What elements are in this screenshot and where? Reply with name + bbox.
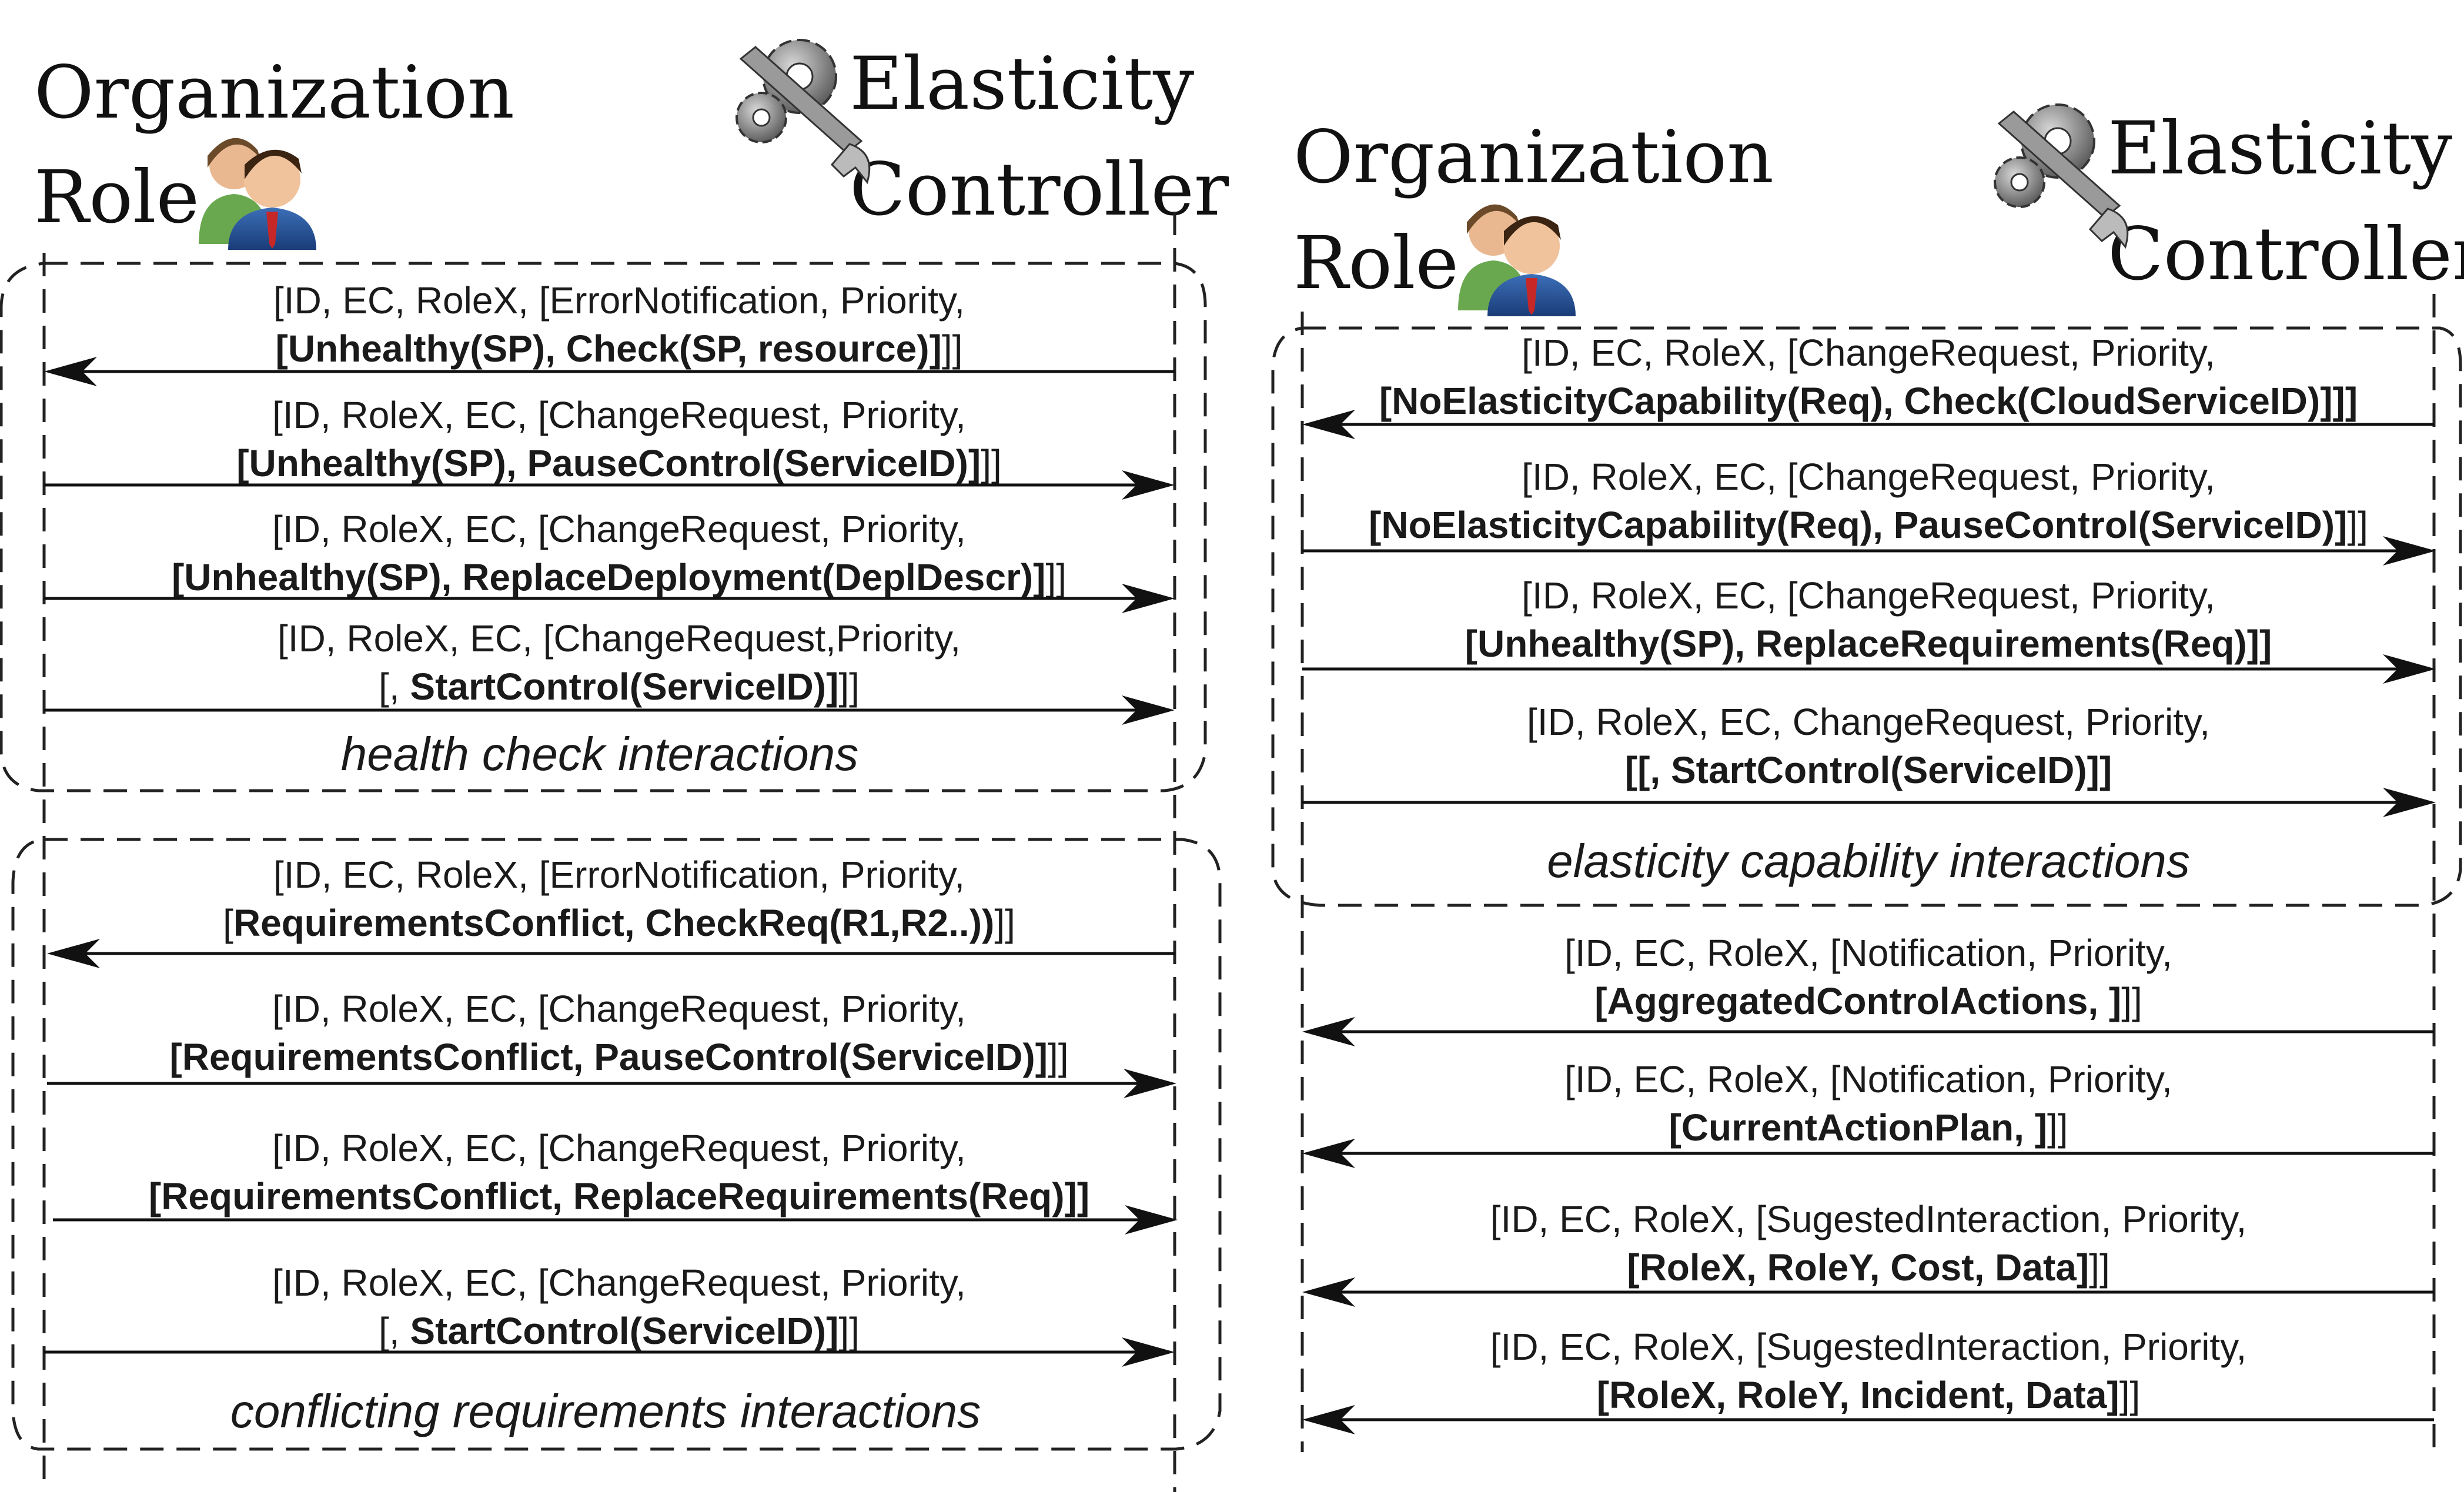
arrowhead bbox=[1125, 1205, 1178, 1235]
message-line2: [, StartControl(ServiceID)]]] bbox=[379, 1310, 860, 1352]
message-line1: [ID, RoleX, EC, [ChangeRequest, Priority… bbox=[272, 1262, 966, 1304]
message-line2: [Unhealthy(SP), ReplaceDeployment(DeplDe… bbox=[172, 556, 1066, 598]
message-line2: [Unhealthy(SP), ReplaceRequirements(Req)… bbox=[1465, 623, 2272, 665]
message-line2: [RequirementsConflict, CheckReq(R1,R2..)… bbox=[223, 902, 1015, 944]
message: [ID, EC, RoleX, [Notification, Priority,… bbox=[1302, 1058, 2434, 1168]
right-org-title-line1: Organization bbox=[1293, 115, 1774, 200]
elasticity-capability-group-box bbox=[1271, 326, 2462, 907]
message-line2: [Unhealthy(SP), Check(SP, resource)]]] bbox=[276, 327, 963, 370]
arrowhead bbox=[2383, 536, 2436, 566]
message-line2: [RoleX, RoleY, Cost, Data]]] bbox=[1627, 1246, 2109, 1289]
message-line1: [ID, RoleX, EC, [ChangeRequest, Priority… bbox=[272, 988, 966, 1030]
right-org-title-line2: Role bbox=[1293, 221, 1459, 306]
left-panel: Organization Role Elasticity Controller bbox=[0, 39, 1229, 1492]
message: [ID, RoleX, EC, [ChangeRequest, Priority… bbox=[44, 508, 1175, 613]
message-line1: [ID, EC, RoleX, [ErrorNotification, Prio… bbox=[273, 854, 965, 896]
arrowhead bbox=[1302, 1139, 1355, 1168]
right-ec-title-line2: Controller bbox=[2108, 212, 2464, 297]
message-line2: [AggregatedControlActions, ]]] bbox=[1594, 980, 2142, 1022]
message: [ID, EC, RoleX, [ErrorNotification, Prio… bbox=[47, 854, 1175, 968]
message-line2: [, StartControl(ServiceID)]]] bbox=[379, 665, 860, 708]
arrowhead bbox=[1122, 1337, 1175, 1367]
message-line1: [ID, RoleX, EC, [ChangeRequest, Priority… bbox=[272, 394, 966, 436]
message-line1: [ID, EC, RoleX, [ChangeRequest, Priority… bbox=[1522, 332, 2215, 374]
message-line1: [ID, RoleX, EC, [ChangeRequest, Priority… bbox=[1522, 574, 2215, 617]
right-ec-title-line1: Elasticity bbox=[2108, 106, 2452, 191]
message: [ID, RoleX, EC, [ChangeRequest, Priority… bbox=[1302, 456, 2436, 566]
message-line2: [[, StartControl(ServiceID)]] bbox=[1625, 749, 2112, 791]
arrowhead bbox=[1302, 1017, 1355, 1046]
message-line1: [ID, RoleX, EC, [ChangeRequest, Priority… bbox=[272, 1127, 966, 1169]
message: [ID, RoleX, EC, [ChangeRequest, Priority… bbox=[44, 1262, 1175, 1367]
arrowhead bbox=[44, 357, 97, 386]
people-icon bbox=[1458, 204, 1576, 316]
people-icon bbox=[199, 138, 316, 250]
conflicting-requirements-group-box bbox=[11, 838, 1222, 1451]
group-caption-conflicting-requirements: conflicting requirements interactions bbox=[230, 1385, 981, 1437]
arrowhead bbox=[1122, 584, 1175, 613]
message-line2: [NoElasticityCapability(Req), PauseContr… bbox=[1369, 504, 2368, 546]
message: [ID, EC, RoleX, [ChangeRequest, Priority… bbox=[1302, 332, 2434, 439]
message: [ID, RoleX, EC, [ChangeRequest, Priority… bbox=[44, 394, 1175, 500]
message-line1: [ID, EC, RoleX, [SugestedInteraction, Pr… bbox=[1490, 1326, 2246, 1368]
message-line1: [ID, EC, RoleX, [SugestedInteraction, Pr… bbox=[1490, 1198, 2246, 1240]
arrowhead bbox=[2383, 788, 2436, 817]
left-org-title-line1: Organization bbox=[34, 51, 514, 135]
right-panel: Organization Role Elasticity Controller … bbox=[1271, 103, 2464, 1452]
group-caption-health-check: health check interactions bbox=[341, 728, 859, 780]
message-line1: [ID, EC, RoleX, [Notification, Priority, bbox=[1564, 932, 2172, 974]
message-line1: [ID, EC, RoleX, [ErrorNotification, Prio… bbox=[273, 279, 965, 322]
message-line2: [RoleX, RoleY, Incident, Data]]] bbox=[1597, 1374, 2141, 1416]
message-line2: [NoElasticityCapability(Req), Check(Clou… bbox=[1379, 380, 2358, 422]
message-line1: [ID, RoleX, EC, ChangeRequest, Priority, bbox=[1527, 701, 2210, 743]
message-line1: [ID, EC, RoleX, [Notification, Priority, bbox=[1564, 1058, 2172, 1100]
message-line1: [ID, RoleX, EC, [ChangeRequest, Priority… bbox=[1522, 456, 2215, 498]
arrowhead bbox=[1302, 1277, 1355, 1307]
message-line1: [ID, RoleX, EC, [ChangeRequest, Priority… bbox=[272, 508, 966, 550]
left-org-title-line2: Role bbox=[34, 155, 199, 240]
message-line1: [ID, RoleX, EC, [ChangeRequest,Priority, bbox=[278, 617, 961, 660]
message: [ID, EC, RoleX, [ErrorNotification, Prio… bbox=[44, 279, 1175, 386]
message: [ID, RoleX, EC, [ChangeRequest, Priority… bbox=[1302, 574, 2436, 684]
group-caption-elasticity-capability: elasticity capability interactions bbox=[1547, 835, 2190, 887]
arrowhead bbox=[1302, 410, 1355, 439]
arrowhead bbox=[1124, 1069, 1176, 1098]
message: [ID, RoleX, EC, [ChangeRequest,Priority,… bbox=[44, 617, 1175, 725]
message-line2: [CurrentActionPlan, ]]] bbox=[1669, 1106, 2068, 1149]
arrowhead bbox=[47, 939, 100, 968]
message-line2: [RequirementsConflict, ReplaceRequiremen… bbox=[149, 1175, 1089, 1217]
message: [ID, EC, RoleX, [Notification, Priority,… bbox=[1302, 932, 2434, 1046]
gear-wrench-icon bbox=[735, 39, 871, 185]
message: [ID, RoleX, EC, [ChangeRequest, Priority… bbox=[47, 988, 1176, 1098]
message: [ID, RoleX, EC, [ChangeRequest, Priority… bbox=[53, 1127, 1178, 1235]
arrowhead bbox=[1302, 1405, 1355, 1434]
message: [ID, RoleX, EC, ChangeRequest, Priority,… bbox=[1302, 701, 2436, 817]
message: [ID, EC, RoleX, [SugestedInteraction, Pr… bbox=[1302, 1198, 2434, 1307]
left-ec-title-line1: Elasticity bbox=[850, 42, 1194, 126]
arrowhead bbox=[1122, 470, 1175, 500]
message: [ID, EC, RoleX, [SugestedInteraction, Pr… bbox=[1302, 1326, 2434, 1434]
health-check-group-box bbox=[0, 262, 1207, 792]
arrowhead bbox=[2383, 654, 2436, 684]
message-line2: [Unhealthy(SP), PauseControl(ServiceID)]… bbox=[236, 442, 1002, 484]
left-ec-title-line2: Controller bbox=[850, 148, 1229, 232]
message-line2: [RequirementsConflict, PauseControl(Serv… bbox=[169, 1036, 1068, 1078]
gear-wrench-icon bbox=[1994, 103, 2129, 249]
arrowhead bbox=[1122, 695, 1175, 725]
